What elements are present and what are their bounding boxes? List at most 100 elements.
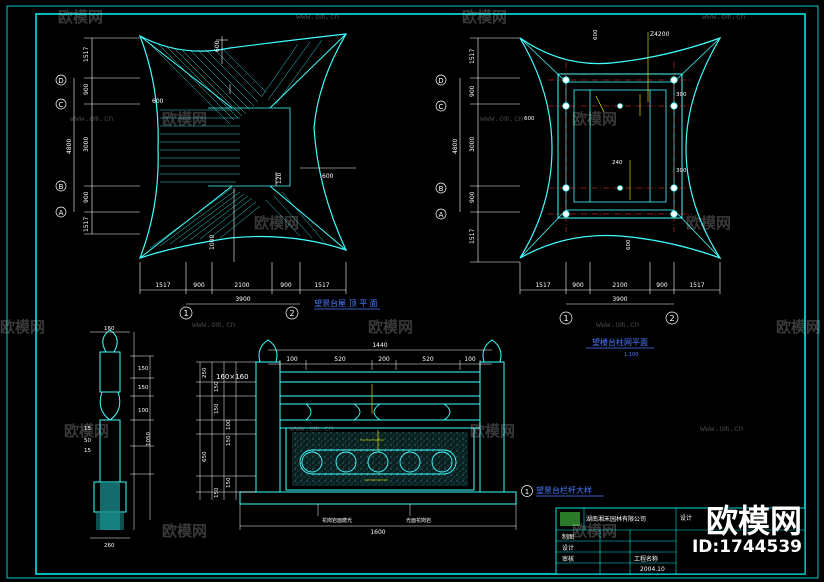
column-grid-b: B (439, 185, 444, 193)
watermark-brand: 欧模网 (368, 318, 414, 336)
roof-dim-v5: 1517 (83, 217, 90, 232)
column-dim-h-total: 3900 (612, 296, 627, 303)
roof-grid-c: C (59, 101, 64, 109)
railing-side-dim-6: 650 (202, 451, 208, 462)
roof-dim-h2: 900 (193, 282, 205, 289)
title-block-row-1: 制图 (562, 533, 574, 541)
roof-dim-v4: 900 (83, 191, 90, 203)
column-dim-240: 240 (612, 160, 623, 166)
column-markers (562, 76, 678, 218)
roof-dim-h5: 1517 (314, 282, 329, 289)
railing-post-note: 160×160 (216, 373, 249, 381)
watermark-brand: 欧模网 (58, 8, 104, 26)
roof-hatch (149, 39, 325, 249)
column-dim-h4: 900 (656, 282, 668, 289)
column-dim-600a: 600 (593, 29, 599, 40)
railing-dim-top: 1440 (372, 342, 387, 349)
roof-grid-d: D (58, 77, 63, 85)
railing-side-dim-5: 150 (226, 435, 232, 446)
outer-frame (6, 5, 819, 579)
watermark-brand: 欧模网 (572, 522, 618, 540)
watermark-brand: 欧模网 (254, 214, 300, 232)
railing-side-dim-3: 150 (214, 403, 220, 414)
watermark-url: www.om.cn (480, 114, 524, 123)
roof-plan-title: 望景台屋 顶 平 面 (314, 298, 378, 308)
railing-dim-part5: 100 (464, 356, 476, 363)
watermark-url: www.om.cn (596, 320, 640, 329)
railing-side-dim-8: 150 (214, 487, 220, 498)
inner-frame (35, 13, 806, 575)
title-block-row-3: 审核 (562, 555, 574, 563)
column-dim-h2: 900 (572, 282, 584, 289)
column-grid-d: D (438, 77, 443, 85)
roof-dim-h-total: 3900 (235, 296, 250, 303)
railing-dim-part1: 100 (286, 356, 298, 363)
roof-grid-b: B (59, 183, 64, 191)
column-dim-300b: 300 (676, 168, 687, 174)
column-dim-v2: 900 (469, 85, 476, 97)
watermark-brand: 欧模网 (572, 110, 618, 128)
column-dim-600b: 600 (524, 116, 535, 122)
section-dim-top: 160 (104, 326, 115, 332)
column-grid-c: C (439, 103, 444, 111)
column-plan-title: 望楼台柱网平面 (592, 337, 648, 347)
roof-grid-a: A (59, 209, 64, 217)
title-block: 湖南湘禾园林有限公司 制图 设计 审核 设计 工程名称 2004.10 (555, 507, 806, 575)
watermark-brand: 欧模网 (686, 214, 732, 232)
railing-title: 望景台栏杆大样 (536, 485, 592, 495)
watermark-brand: 欧模网 (462, 8, 508, 26)
title-block-date: 2004.10 (640, 566, 665, 573)
roof-dim-600b: 600 (152, 98, 164, 105)
title-block-drawing: 工程名称 (634, 555, 658, 563)
roof-dim-h4: 900 (280, 282, 292, 289)
title-block-company: 湖南湘禾园林有限公司 (586, 515, 646, 523)
watermark-brand: 欧模网 (470, 422, 516, 440)
section-dim-6: 15 (84, 448, 91, 454)
column-dim-v-total: 4800 (452, 139, 459, 154)
section-dim-5: 50 (84, 438, 91, 444)
roof-grid-1: 1 (183, 309, 188, 318)
roof-dim-v2: 900 (83, 83, 90, 95)
railing-label-right: 光面花岗岩 (406, 517, 431, 524)
section-dim-2: 150 (138, 385, 149, 391)
section-dim-bottom: 260 (104, 543, 115, 549)
roof-dim-1000: 1000 (209, 235, 216, 250)
column-dim-h3: 2100 (612, 282, 627, 289)
railing-side-dim-2: 150 (214, 381, 220, 392)
railing-elevation: 1440 100 520 200 520 100 160×160 250 150… (146, 339, 604, 536)
roof-dim-600a: 600 (214, 40, 221, 52)
watermark-url: www.om.cn (700, 424, 744, 433)
railing-marker: 1 (525, 488, 529, 496)
railing-dim-part2: 520 (334, 356, 346, 363)
watermark-url: www.om.cn (296, 12, 340, 21)
section-dim-4: 15 (84, 426, 91, 432)
roof-dim-120: 120 (276, 172, 283, 184)
column-grid-a: A (439, 211, 444, 219)
title-block-row-2: 设计 (562, 544, 574, 552)
watermark-brand: 欧模网 (0, 318, 46, 336)
watermark-brand: 欧模网 (64, 422, 110, 440)
watermark-url: www.om.cn (290, 424, 334, 433)
column-dim-h5: 1517 (689, 282, 704, 289)
watermark-url: www.om.cn (70, 114, 114, 123)
column-dim-300a: 300 (676, 92, 687, 98)
column-grid-1: 1 (563, 314, 568, 323)
roof-dim-600c: 600 (322, 173, 334, 180)
railing-total-height: 1050 (146, 432, 152, 446)
watermark-url: www.om.cn (192, 320, 236, 329)
watermark-brand: 欧模网 (162, 110, 208, 128)
watermark-brand: 欧模网 (776, 318, 822, 336)
railing-side-dim-7: 150 (226, 477, 232, 488)
column-dim-v3: 3000 (469, 137, 476, 152)
watermark-brand: 欧模网 (162, 522, 208, 540)
column-plan-scale: 1:100 (624, 352, 638, 358)
railing-dim-part3: 200 (378, 356, 390, 363)
railing-side-dim-4: 100 (226, 419, 232, 430)
roof-dim-h3: 2100 (234, 282, 249, 289)
column-dim-v4: 900 (469, 191, 476, 203)
roof-plan: 1517 900 3000 900 1517 4800 D C B A (55, 33, 380, 320)
section-dim-1: 150 (138, 366, 149, 372)
title-block-project: 设计 (680, 514, 692, 522)
section-dim-3: 100 (138, 408, 149, 414)
